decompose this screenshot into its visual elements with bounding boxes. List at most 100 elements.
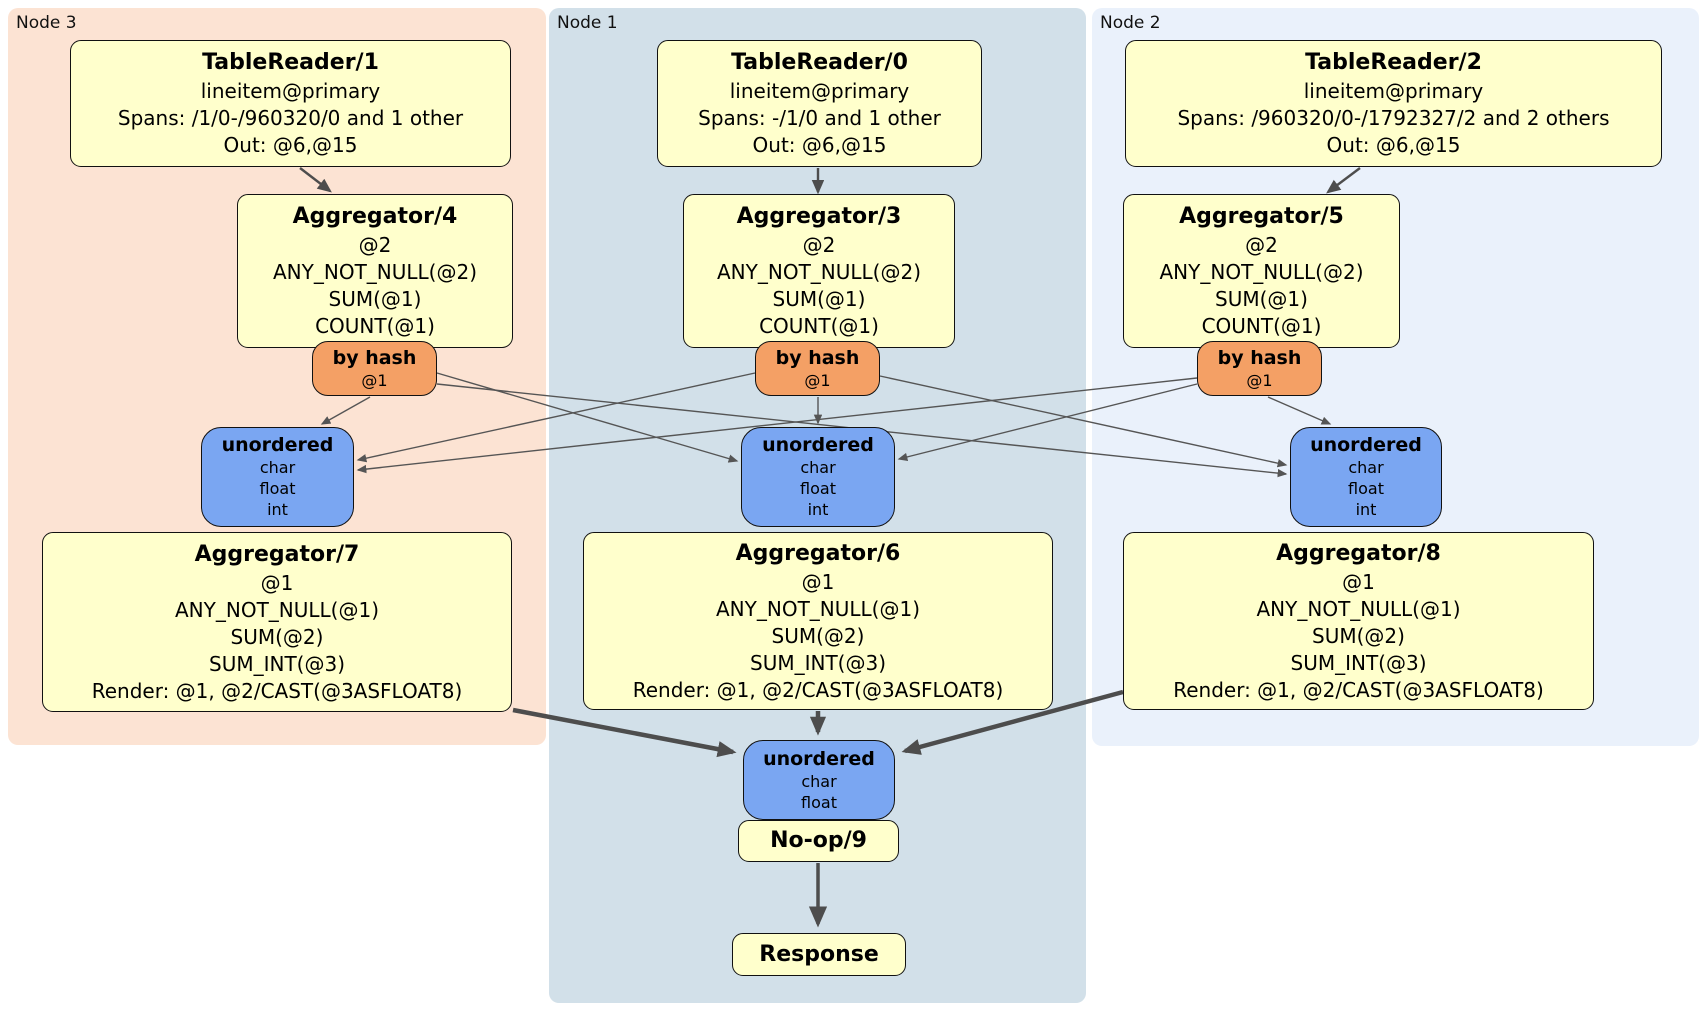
router-key: @1 <box>1246 370 1273 390</box>
processor-line: COUNT(@1) <box>315 314 435 338</box>
sync-type: char <box>259 458 296 477</box>
processor-title: Response <box>759 941 879 967</box>
processor-line: SUM_INT(@3) <box>209 651 345 676</box>
processor-line: ANY_NOT_NULL(@1) <box>175 597 379 622</box>
processor-aggregator-6: Aggregator/6 @1 ANY_NOT_NULL(@1) SUM(@2)… <box>583 532 1053 710</box>
processor-aggregator-8: Aggregator/8 @1 ANY_NOT_NULL(@1) SUM(@2)… <box>1123 532 1594 710</box>
processor-line: SUM(@1) <box>1215 287 1308 311</box>
edge-tr1-agg4 <box>299 167 332 193</box>
processor-line: ANY_NOT_NULL(@2) <box>1159 260 1364 284</box>
processor-aggregator-7: Aggregator/7 @1 ANY_NOT_NULL(@1) SUM(@2)… <box>42 532 512 712</box>
processor-title: TableReader/1 <box>202 50 379 75</box>
sync-type: float <box>1348 479 1384 498</box>
processor-line: COUNT(@1) <box>759 314 879 338</box>
processor-line: @1 <box>260 570 294 595</box>
processor-title: Aggregator/7 <box>194 541 360 567</box>
router-key: @1 <box>361 370 388 390</box>
edge-bh2-u3 <box>879 375 1288 468</box>
processor-line: @2 <box>1245 233 1278 257</box>
processor-line: Out: @6,@15 <box>1326 133 1461 157</box>
processor-title: No-op/9 <box>770 828 867 853</box>
processor-aggregator-4: Aggregator/4 @2 ANY_NOT_NULL(@2) SUM(@1)… <box>237 194 513 348</box>
sync-unordered-node1: unordered char float int <box>741 427 895 527</box>
sync-unordered-node3: unordered char float int <box>201 427 354 527</box>
sync-title: unordered <box>1310 434 1422 456</box>
processor-line: Spans: /960320/0-/1792327/2 and 2 others <box>1177 106 1610 130</box>
edge-bh1-u1 <box>320 396 371 425</box>
edge-bh3-u1 <box>356 377 1198 474</box>
router-by-hash-node1: by hash @1 <box>755 341 880 396</box>
sync-type: int <box>267 500 288 519</box>
router-title: by hash <box>332 346 417 369</box>
processor-line: SUM_INT(@3) <box>750 650 886 675</box>
router-title: by hash <box>775 346 860 369</box>
panel-node2-label: Node 2 <box>1100 13 1161 33</box>
edge-agg7-ufinal <box>512 707 737 758</box>
edge-bh3-u3 <box>1267 396 1332 425</box>
processor-line: lineitem@primary <box>729 79 910 103</box>
processor-line: SUM(@1) <box>772 287 866 311</box>
processor-title: Aggregator/5 <box>1179 204 1344 229</box>
sync-type: int <box>807 500 829 519</box>
processor-line: COUNT(@1) <box>1201 314 1322 338</box>
router-by-hash-node3: by hash @1 <box>312 341 437 396</box>
sync-title: unordered <box>762 434 874 456</box>
sync-type: float <box>801 792 837 812</box>
processor-aggregator-5: Aggregator/5 @2 ANY_NOT_NULL(@2) SUM(@1)… <box>1123 194 1400 348</box>
processor-line: SUM(@1) <box>328 287 422 311</box>
edge-agg8-ufinal <box>901 689 1124 755</box>
processor-line: SUM(@2) <box>771 623 865 648</box>
processor-line: ANY_NOT_NULL(@1) <box>1256 596 1461 621</box>
processor-line: Spans: -/1/0 and 1 other <box>698 106 941 130</box>
panel-node1-label: Node 1 <box>557 13 618 33</box>
processor-line: ANY_NOT_NULL(@2) <box>273 260 477 284</box>
processor-tablereader-2: TableReader/2 lineitem@primary Spans: /9… <box>1125 40 1662 167</box>
processor-title: Aggregator/3 <box>736 204 902 229</box>
sync-type: char <box>800 458 836 477</box>
processor-tablereader-0: TableReader/0 lineitem@primary Spans: -/… <box>657 40 982 167</box>
processor-response: Response <box>732 933 906 976</box>
sync-type: float <box>259 479 296 498</box>
processor-line: ANY_NOT_NULL(@2) <box>717 260 921 284</box>
processor-line: @2 <box>802 233 836 257</box>
processor-line: Render: @1, @2/CAST(@3ASFLOAT8) <box>1173 677 1544 702</box>
sync-type: int <box>1355 500 1377 519</box>
sync-type: float <box>800 479 836 498</box>
processor-title: TableReader/0 <box>731 50 908 75</box>
processor-line: @1 <box>1342 569 1375 594</box>
processor-line: Out: @6,@15 <box>752 133 887 157</box>
sync-unordered-node2: unordered char float int <box>1290 427 1442 527</box>
processor-noop-9: No-op/9 <box>738 820 899 862</box>
processor-line: lineitem@primary <box>200 79 381 103</box>
sync-type: char <box>801 771 837 791</box>
processor-title: TableReader/2 <box>1305 50 1482 75</box>
router-key: @1 <box>804 370 831 390</box>
processor-line: @2 <box>358 233 392 257</box>
processor-title: Aggregator/6 <box>735 540 901 566</box>
processor-tablereader-1: TableReader/1 lineitem@primary Spans: /1… <box>70 40 511 167</box>
edge-tr2-agg5 <box>1326 167 1361 194</box>
edge-bh1-u2 <box>436 372 739 463</box>
processor-aggregator-3: Aggregator/3 @2 ANY_NOT_NULL(@2) SUM(@1)… <box>683 194 955 348</box>
sync-type: char <box>1348 458 1384 477</box>
sync-title: unordered <box>763 747 875 770</box>
processor-line: @1 <box>801 569 835 594</box>
sync-title: unordered <box>221 434 334 456</box>
processor-title: Aggregator/8 <box>1276 540 1441 566</box>
edge-bh2-u1 <box>356 372 756 463</box>
processor-line: Out: @6,@15 <box>223 133 358 157</box>
processor-line: SUM(@2) <box>1312 623 1405 648</box>
processor-line: SUM_INT(@3) <box>1290 650 1427 675</box>
processor-line: lineitem@primary <box>1303 79 1484 103</box>
processor-line: Spans: /1/0-/960320/0 and 1 other <box>117 106 464 130</box>
edge-bh3-u2 <box>897 383 1198 462</box>
sync-unordered-final: unordered char float <box>743 740 895 820</box>
router-title: by hash <box>1217 346 1302 369</box>
processor-line: Render: @1, @2/CAST(@3ASFLOAT8) <box>91 678 463 703</box>
processor-line: SUM(@2) <box>230 624 324 649</box>
panel-node3-label: Node 3 <box>16 13 77 33</box>
processor-title: Aggregator/4 <box>292 204 458 229</box>
processor-line: Render: @1, @2/CAST(@3ASFLOAT8) <box>632 677 1004 702</box>
